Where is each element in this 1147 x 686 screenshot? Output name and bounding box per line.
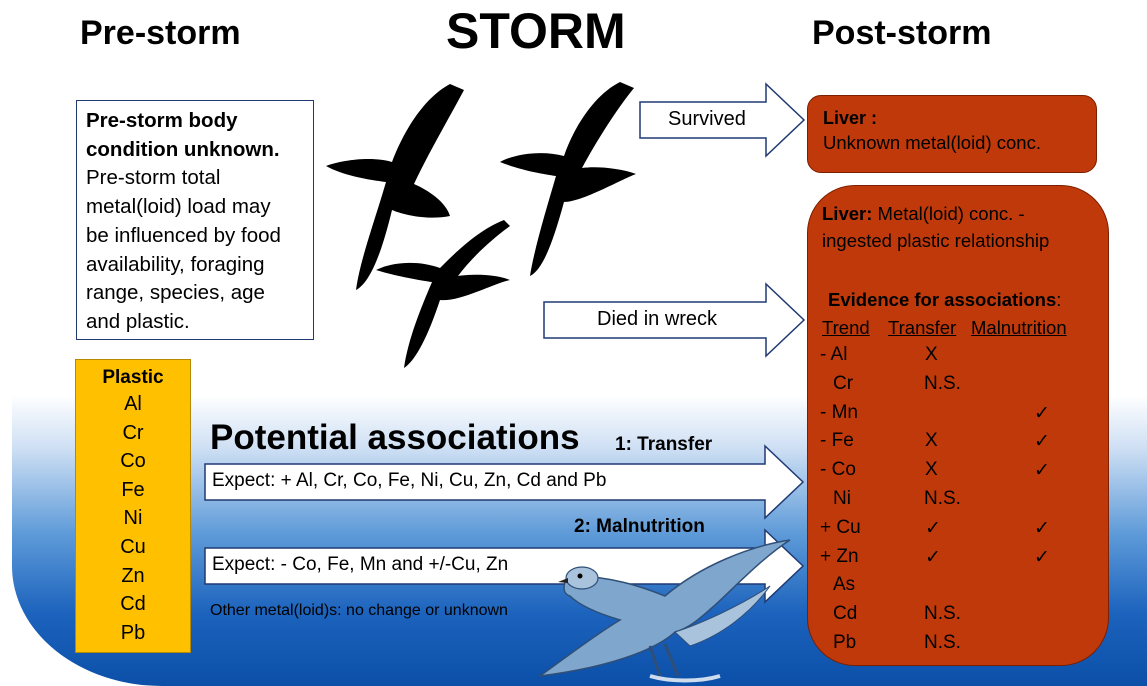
evidence-trend-cell: Cd — [833, 603, 858, 625]
storm-birds-silhouette-icon — [326, 82, 636, 368]
liver-died-line-2: ingested plastic relationship — [822, 230, 1050, 251]
evidence-title: Evidence for associations: — [828, 289, 1061, 311]
pre-storm-line: availability, foraging — [86, 252, 265, 276]
evidence-trend-cell: - Fe — [820, 430, 854, 452]
liver-died-title: Liver: — [822, 203, 873, 224]
evidence-transfer-cell: N.S. — [924, 372, 961, 394]
evidence-transfer-cell: X — [925, 459, 938, 481]
liver-survived-title: Liver : — [823, 108, 878, 128]
survived-arrow — [639, 82, 806, 158]
plastic-element: Cr — [122, 421, 144, 444]
liver-died-box — [807, 185, 1109, 666]
pre-storm-heading: Pre-storm — [80, 14, 241, 52]
transfer-column-header: Transfer — [888, 317, 957, 338]
other-metalloids-note: Other metal(loid)s: no change or unknown — [210, 602, 508, 619]
pre-storm-condition-box: Pre-storm body condition unknown. Pre-st… — [76, 100, 314, 340]
evidence-malnutrition-cell: ✓ — [1034, 517, 1050, 539]
plastic-element: Zn — [121, 564, 145, 587]
evidence-malnutrition-cell: ✓ — [1034, 431, 1050, 453]
pre-storm-line: metal(loid) load may — [86, 195, 271, 219]
evidence-trend-cell: As — [833, 574, 856, 596]
evidence-title-text: Evidence for associations — [828, 289, 1057, 310]
plastic-element: Ni — [123, 507, 143, 530]
malnutrition-label: 2: Malnutrition — [574, 516, 705, 537]
evidence-trend-cell: Pb — [833, 632, 857, 653]
transfer-label: 1: Transfer — [615, 434, 713, 455]
died-in-wreck-arrow — [543, 282, 806, 358]
pre-storm-line: range, species, age — [86, 281, 265, 305]
liver-survived-box: Liver : Unknown metal(loid) conc. — [807, 95, 1097, 173]
evidence-malnutrition-cell: ✓ — [1034, 460, 1050, 482]
evidence-trend-cell: - Mn — [820, 401, 858, 423]
storm-heading: STORM — [446, 3, 626, 59]
potential-associations-title: Potential associations — [210, 418, 580, 457]
evidence-transfer-cell: N.S. — [924, 488, 961, 509]
plastic-element: Fe — [121, 478, 145, 501]
flying-seabird-icon — [537, 539, 791, 683]
died-in-wreck-label: Died in wreck — [597, 308, 718, 330]
plastic-element: Cd — [120, 593, 146, 616]
plastic-title: Plastic — [102, 367, 164, 388]
evidence-transfer-cell: N.S. — [924, 632, 961, 653]
plastic-element: Cu — [120, 535, 146, 558]
plastic-element: Al — [124, 393, 142, 415]
evidence-malnutrition-cell: ✓ — [1034, 546, 1050, 568]
evidence-transfer-cell: ✓ — [925, 546, 941, 568]
pre-storm-line: be influenced by food — [86, 223, 281, 247]
liver-died-heading: Liver: Metal(loid) conc. - — [822, 203, 1025, 225]
pre-storm-line: and plastic. — [86, 309, 190, 333]
liver-died-title-rest: Metal(loid) conc. - — [877, 203, 1025, 224]
plastic-element: Co — [120, 450, 146, 473]
malnutrition-expectation: Expect: - Co, Fe, Mn and +/-Cu, Zn — [212, 554, 509, 575]
pre-storm-line: Pre-storm total — [86, 166, 221, 190]
evidence-trend-cell: + Cu — [820, 516, 861, 538]
evidence-transfer-cell: X — [925, 344, 938, 365]
evidence-transfer-cell: ✓ — [925, 517, 941, 539]
evidence-trend-cell: Cr — [833, 372, 854, 394]
liver-survived-text: Unknown metal(loid) conc. — [823, 132, 1041, 153]
evidence-title-colon: : — [1056, 289, 1062, 310]
evidence-trend-cell: - Co — [820, 459, 856, 481]
post-storm-heading: Post-storm — [812, 14, 992, 52]
pre-storm-bold-line-2: condition unknown. — [86, 137, 280, 161]
pre-storm-bold-line-1: Pre-storm body — [86, 109, 238, 132]
trend-column-header: Trend — [822, 317, 870, 338]
malnutrition-column-header: Malnutrition — [971, 317, 1067, 338]
evidence-trend-cell: - Al — [820, 344, 848, 365]
transfer-expectation: Expect: + Al, Cr, Co, Fe, Ni, Cu, Zn, Cd… — [212, 470, 607, 491]
evidence-trend-cell: Ni — [833, 488, 851, 509]
evidence-malnutrition-cell: ✓ — [1034, 402, 1050, 424]
evidence-transfer-cell: X — [925, 430, 938, 452]
transfer-expect-arrow — [204, 444, 805, 520]
evidence-transfer-cell: N.S. — [924, 603, 961, 625]
survived-label: Survived — [668, 108, 746, 130]
evidence-trend-cell: + Zn — [820, 545, 859, 567]
plastic-element: Pb — [120, 621, 146, 644]
plastic-box: Plastic Al Cr Co Fe Ni Cu Zn Cd Pb — [75, 359, 191, 653]
